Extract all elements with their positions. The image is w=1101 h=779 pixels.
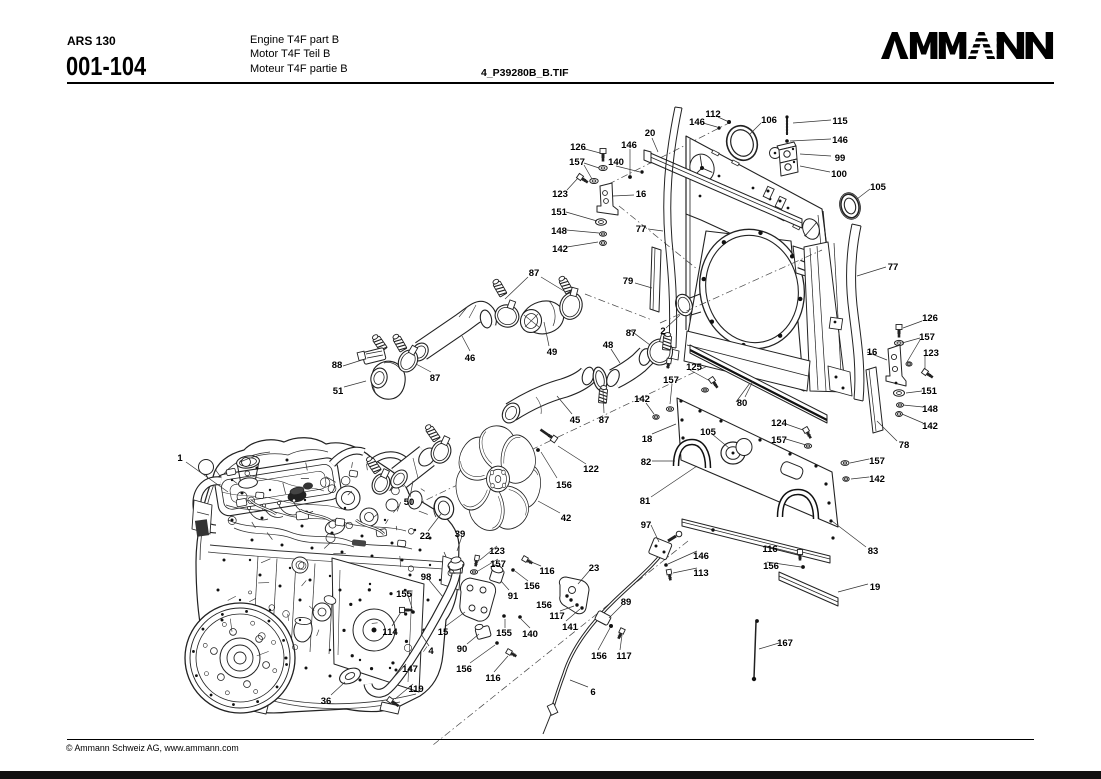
svg-text:155: 155 [396,589,413,600]
svg-text:78: 78 [899,440,910,451]
svg-text:82: 82 [641,457,652,468]
svg-text:98: 98 [421,572,432,583]
svg-text:18: 18 [642,434,653,445]
svg-text:48: 48 [603,340,614,351]
svg-text:87: 87 [599,415,610,426]
svg-text:157: 157 [663,375,679,386]
svg-text:36: 36 [321,696,332,707]
svg-text:100: 100 [831,169,847,180]
svg-text:140: 140 [522,629,538,640]
svg-text:42: 42 [561,513,572,524]
svg-text:99: 99 [835,153,846,164]
svg-text:1: 1 [177,453,183,464]
svg-text:119: 119 [408,684,423,695]
svg-text:146: 146 [693,551,709,562]
svg-text:117: 117 [616,651,631,662]
svg-text:167: 167 [777,638,793,649]
svg-text:126: 126 [570,142,586,153]
svg-text:79: 79 [623,276,634,287]
svg-text:91: 91 [508,591,519,602]
svg-text:116: 116 [485,673,500,684]
svg-text:46: 46 [465,353,476,364]
svg-text:22: 22 [420,531,431,542]
svg-text:83: 83 [868,546,879,557]
svg-text:115: 115 [832,116,848,127]
svg-text:157: 157 [771,435,787,446]
svg-text:124: 124 [771,418,788,429]
svg-text:157: 157 [490,559,506,570]
svg-text:151: 151 [921,386,938,397]
svg-text:148: 148 [551,226,567,237]
svg-text:141: 141 [562,622,579,633]
svg-text:156: 156 [456,664,472,675]
svg-text:87: 87 [529,268,540,279]
svg-text:142: 142 [922,421,938,432]
svg-text:88: 88 [332,360,343,371]
svg-text:90: 90 [457,644,468,655]
svg-text:151: 151 [551,207,568,218]
svg-text:23: 23 [589,563,600,574]
svg-text:50: 50 [404,497,415,508]
svg-text:4: 4 [428,646,434,657]
svg-text:142: 142 [869,474,885,485]
svg-text:156: 156 [524,581,540,592]
svg-text:157: 157 [569,157,585,168]
svg-text:114: 114 [382,627,398,638]
svg-text:77: 77 [888,262,899,273]
svg-text:157: 157 [919,332,935,343]
svg-text:2: 2 [660,326,665,337]
svg-text:87: 87 [626,328,637,339]
svg-text:45: 45 [570,415,581,426]
svg-text:156: 156 [556,480,572,491]
svg-text:123: 123 [489,546,505,557]
svg-text:105: 105 [870,182,887,193]
svg-text:142: 142 [552,244,568,255]
svg-text:117: 117 [549,611,564,622]
svg-text:112: 112 [705,109,720,120]
svg-text:157: 157 [869,456,885,467]
svg-text:16: 16 [636,189,647,200]
svg-text:81: 81 [640,496,651,507]
svg-text:156: 156 [591,651,607,662]
svg-text:140: 140 [608,157,624,168]
svg-text:49: 49 [547,347,558,358]
svg-text:146: 146 [689,117,705,128]
svg-text:105: 105 [700,427,717,438]
svg-text:51: 51 [333,386,344,397]
svg-text:80: 80 [737,398,748,409]
svg-text:89: 89 [621,597,632,608]
svg-text:122: 122 [583,464,599,475]
svg-text:113: 113 [693,568,708,579]
svg-text:106: 106 [761,115,777,126]
svg-text:148: 148 [922,404,938,415]
svg-text:39: 39 [455,529,466,540]
svg-text:156: 156 [763,561,779,572]
svg-text:146: 146 [832,135,848,146]
svg-text:125: 125 [686,362,703,373]
svg-text:126: 126 [922,313,938,324]
svg-text:6: 6 [590,687,595,698]
svg-text:77: 77 [636,224,647,235]
svg-text:147: 147 [402,664,418,675]
svg-text:19: 19 [870,582,881,593]
svg-text:20: 20 [645,128,656,139]
svg-text:97: 97 [641,520,652,531]
svg-text:123: 123 [552,189,568,200]
svg-text:155: 155 [496,628,513,639]
svg-text:87: 87 [430,373,441,384]
svg-text:116: 116 [762,544,777,555]
svg-text:123: 123 [923,348,939,359]
svg-text:142: 142 [634,394,650,405]
svg-text:116: 116 [539,566,554,577]
svg-text:146: 146 [621,140,637,151]
svg-text:15: 15 [438,627,449,638]
svg-text:16: 16 [867,347,878,358]
svg-text:156: 156 [536,600,552,611]
